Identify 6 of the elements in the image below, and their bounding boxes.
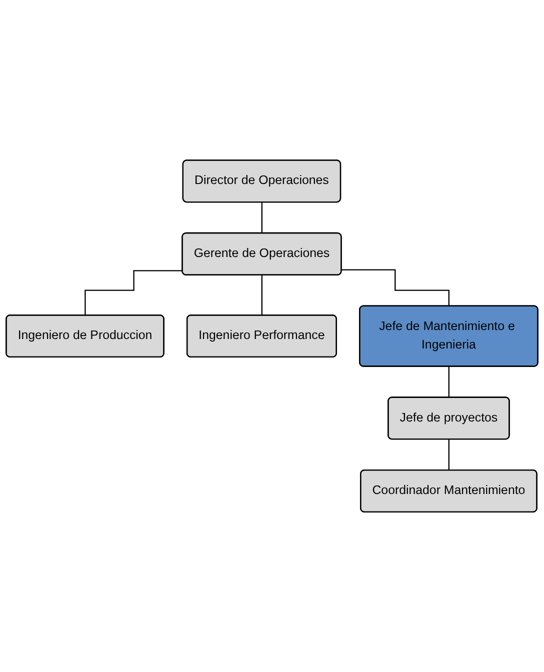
connector — [448, 438, 450, 471]
connector — [261, 202, 263, 234]
connector — [342, 269, 450, 307]
connector — [261, 274, 263, 316]
connector — [84, 270, 183, 316]
connector — [448, 366, 450, 398]
